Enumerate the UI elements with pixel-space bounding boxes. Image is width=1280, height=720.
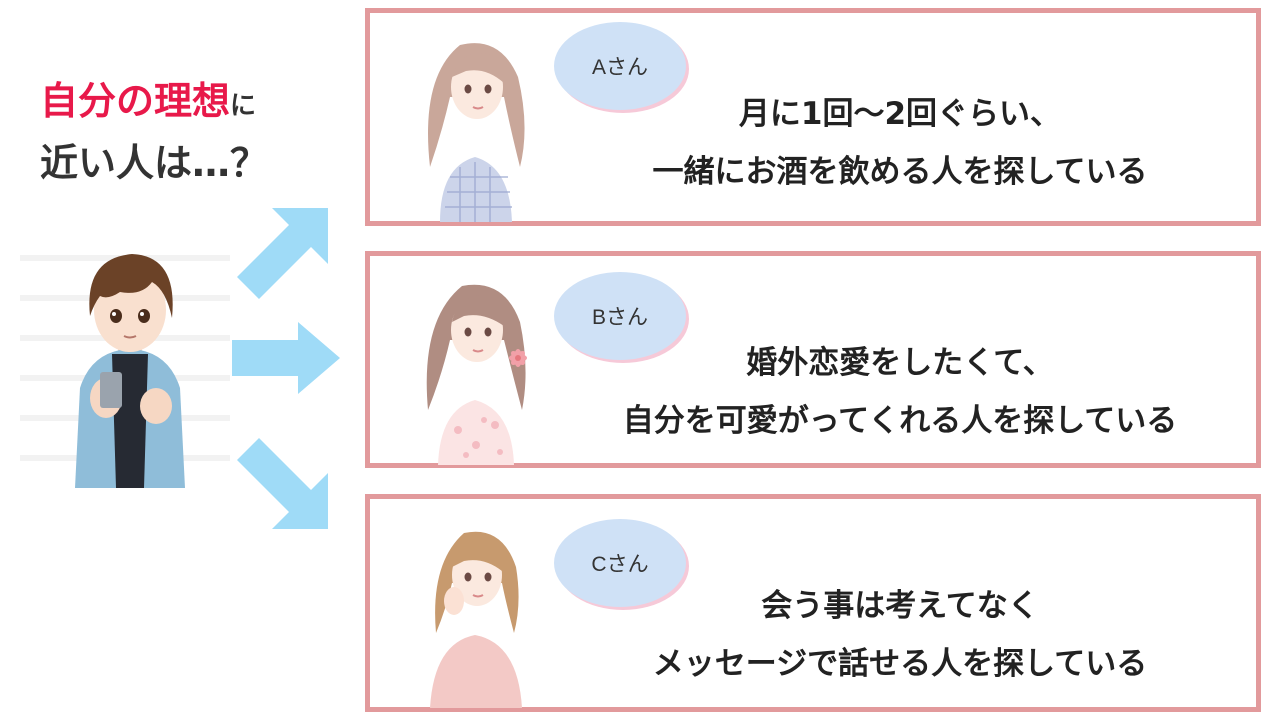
card-description-line-2: メッセージで話せる人を探している xyxy=(652,646,1148,682)
card-description-line-1: 婚外恋愛をしたくて、 xyxy=(746,345,1054,381)
card-description-line-1: 月に1回〜2回ぐらい、 xyxy=(738,96,1062,132)
woman-c-illustration xyxy=(430,531,522,708)
man-with-smartphone-illustration xyxy=(20,254,230,488)
card-description: 婚外恋愛をしたくて、 自分を可愛がってくれる人を探している xyxy=(550,334,1250,450)
heading-particle: に xyxy=(230,91,257,121)
heading: 自分の理想に 近い人は…？ xyxy=(40,74,320,190)
heading-highlight: 自分の理想 xyxy=(40,79,231,123)
person-label-bubble: Bさん xyxy=(554,272,686,360)
person-label-bubble: Aさん xyxy=(554,22,686,110)
person-label-bubble: Cさん xyxy=(554,519,686,607)
heading-line-1: 自分の理想に xyxy=(40,74,320,136)
arrow-right-icon xyxy=(232,322,340,394)
card-description-line-2: 自分を可愛がってくれる人を探している xyxy=(622,403,1178,439)
arrow-up-right-icon xyxy=(237,208,328,299)
card-person-b: Bさん 婚外恋愛をしたくて、 自分を可愛がってくれる人を探している xyxy=(365,251,1261,468)
card-person-c: Cさん 会う事は考えてなく メッセージで話せる人を探している xyxy=(365,494,1261,712)
card-description: 会う事は考えてなく メッセージで話せる人を探している xyxy=(550,577,1250,693)
card-description: 月に1回〜2回ぐらい、 一緒にお酒を飲める人を探している xyxy=(550,85,1250,201)
card-description-line-2: 一緒にお酒を飲める人を探している xyxy=(652,154,1148,190)
woman-a-illustration xyxy=(428,43,525,222)
card-person-a: Aさん 月に1回〜2回ぐらい、 一緒にお酒を飲める人を探している xyxy=(365,8,1261,226)
arrow-down-right-icon xyxy=(237,438,328,529)
card-description-line-1: 会う事は考えてなく xyxy=(761,588,1039,624)
woman-b-illustration xyxy=(426,284,527,465)
heading-line-2: 近い人は…？ xyxy=(40,141,269,185)
